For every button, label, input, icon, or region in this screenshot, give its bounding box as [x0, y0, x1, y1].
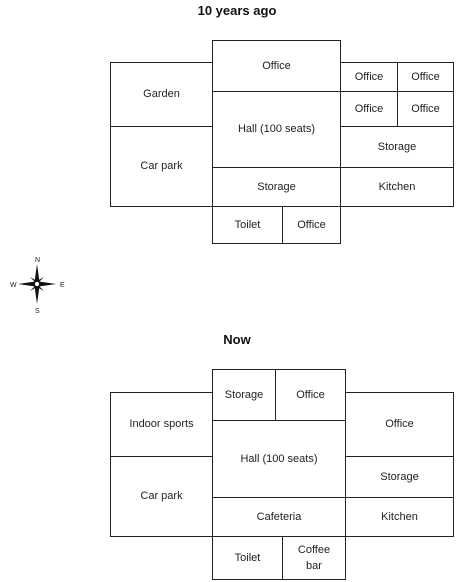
- room-office-ne1: Office: [340, 62, 398, 92]
- compass-north-label: N: [35, 257, 40, 264]
- compass-south-label: S: [35, 308, 40, 315]
- plan-title-past: 10 years ago: [197, 3, 277, 18]
- room-cafeteria: Cafeteria: [212, 497, 346, 537]
- room-storage-center: Storage: [212, 167, 341, 207]
- room-office-north: Office: [275, 369, 346, 421]
- room-office-ne3: Office: [340, 91, 398, 127]
- room-storage-north: Storage: [212, 369, 276, 421]
- room-kitchen: Kitchen: [345, 497, 454, 537]
- room-indoor-sports: Indoor sports: [110, 392, 213, 457]
- room-office-south: Office: [282, 206, 341, 244]
- room-toilet: Toilet: [212, 206, 283, 244]
- room-coffee-bar: Coffee bar: [282, 536, 346, 580]
- compass-east-label: E: [60, 282, 65, 289]
- room-toilet: Toilet: [212, 536, 283, 580]
- room-office-east: Office: [345, 392, 454, 457]
- plan-title-now: Now: [223, 332, 251, 347]
- room-storage-east: Storage: [340, 126, 454, 168]
- compass-rose-icon: N S W E: [10, 257, 65, 315]
- room-hall: Hall (100 seats): [212, 91, 341, 168]
- room-hall: Hall (100 seats): [212, 420, 346, 498]
- room-office-ne4: Office: [397, 91, 454, 127]
- room-kitchen: Kitchen: [340, 167, 454, 207]
- compass-west-label: W: [10, 282, 17, 289]
- room-car-park: Car park: [110, 456, 213, 537]
- room-storage-east: Storage: [345, 456, 454, 498]
